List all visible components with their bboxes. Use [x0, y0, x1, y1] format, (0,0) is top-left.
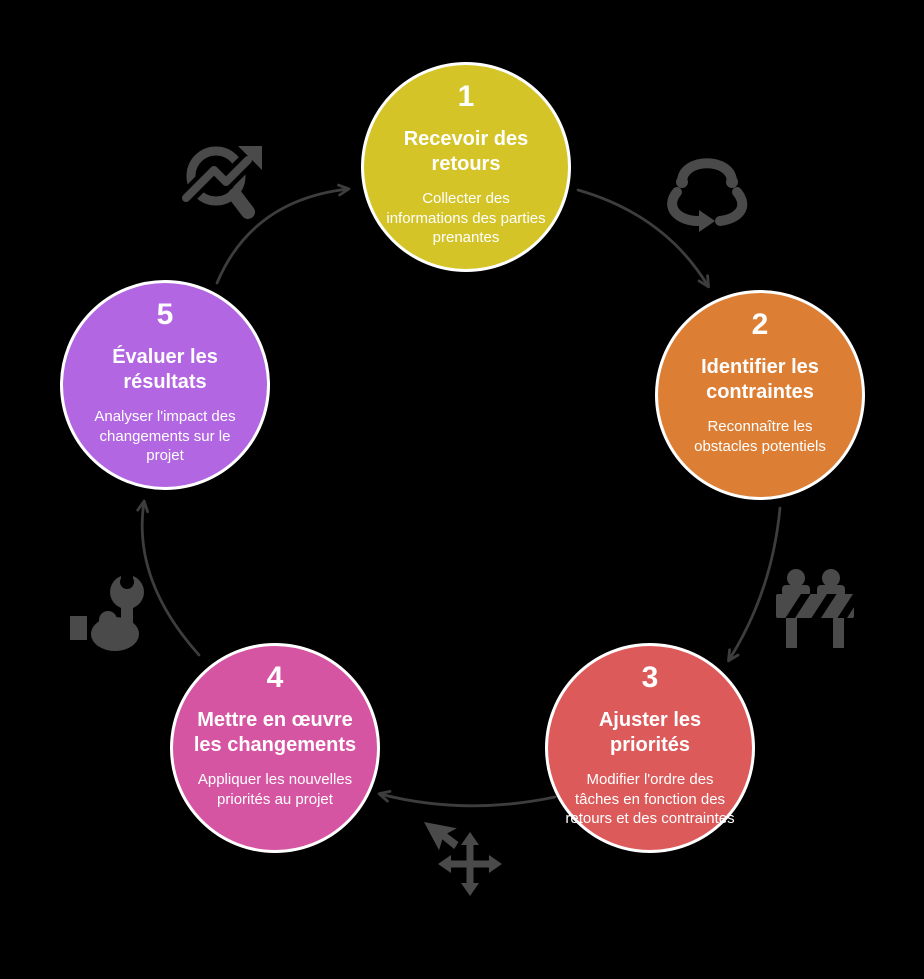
step-number: 1: [457, 80, 475, 113]
step-description: Reconnaître les obstacles potentiels: [694, 418, 826, 455]
step-number: 3: [641, 661, 659, 694]
barrier-obstacle-icon: [776, 569, 854, 648]
step-circle-5: 5 Évaluer les résultats Analyser l'impac…: [60, 280, 270, 490]
step-description: Collecter des informations des parties p…: [386, 190, 546, 246]
move-cursor-icon: [424, 821, 502, 896]
loop-arrows-icon: [667, 158, 748, 232]
arrow-step3-to-step4: [377, 790, 557, 808]
step-title: Identifier les contraintes: [701, 356, 819, 403]
arrow-step4-to-step5: [136, 499, 201, 657]
arrow-step1-to-step2: [576, 188, 710, 289]
step-circle-1: 1 Recevoir des retours Collecter des inf…: [361, 62, 571, 272]
step-circle-2: 2 Identifier les contraintes Reconnaître…: [655, 290, 865, 500]
step-title: Ajuster les priorités: [598, 709, 702, 756]
step-title: Mettre en œuvre les changements: [193, 709, 357, 756]
step-title: Recevoir des retours: [403, 128, 529, 175]
step-title: Évaluer les résultats: [112, 346, 218, 393]
step-circle-3: 3 Ajuster les priorités Modifier l'ordre…: [545, 643, 755, 853]
arrow-step5-to-step1: [215, 183, 351, 285]
trend-analysis-magnifier-icon: [179, 146, 262, 219]
step-number: 2: [751, 308, 769, 341]
four-way-arrows: [438, 832, 502, 896]
step-description: Appliquer les nouvelles priorités au pro…: [197, 771, 353, 808]
step-description: Analyser l'impact des changements sur le…: [94, 408, 236, 464]
arrow-step2-to-step3: [727, 506, 782, 663]
step-number: 4: [266, 661, 284, 694]
step-description: Modifier l'ordre des tâches en fonction …: [565, 771, 735, 827]
hand-wrench-icon: [70, 570, 144, 651]
step-circle-4: 4 Mettre en œuvre les changements Appliq…: [170, 643, 380, 853]
step-number: 5: [156, 298, 174, 331]
